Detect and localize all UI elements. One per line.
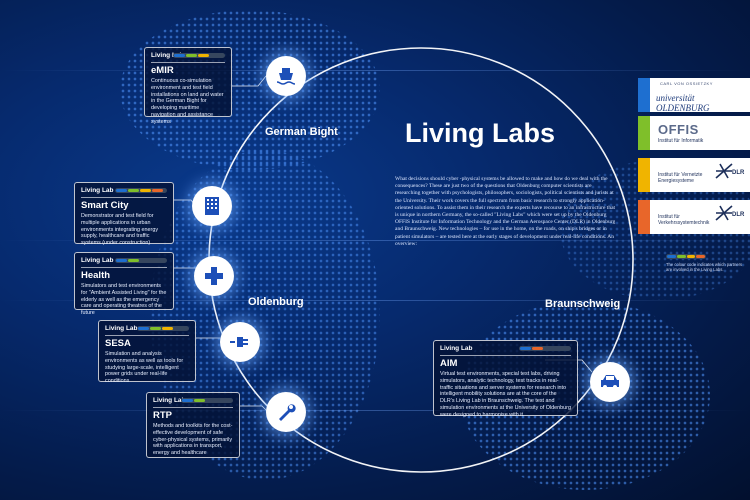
place-braunschweig: Braunschweig — [545, 298, 621, 310]
partner-dlr-energy: Institut für Vernetzte Energiesysteme DL… — [638, 158, 750, 192]
partner-color-segment — [520, 347, 531, 350]
partner-color-segment — [128, 259, 139, 262]
partner-color-segment — [150, 327, 161, 330]
partner-dlr-traffic: Institut für Verkehrssystemtechnik DLR — [638, 200, 750, 234]
car-icon[interactable] — [590, 362, 630, 402]
place-german-bight: German Bight — [265, 126, 338, 138]
lab-description: Methods and toolkits for the cost-effect… — [153, 423, 233, 457]
partner-offis: OFFIS Institut für Informatik — [638, 116, 750, 150]
page-title: Living Labs — [405, 118, 556, 148]
partner-color-segment — [116, 259, 127, 262]
lab-card-emir[interactable]: Living Lab eMIR Continuous co-simulation… — [144, 47, 232, 125]
partner-color-strip — [638, 78, 650, 112]
partner-color-segment — [182, 399, 193, 402]
dlr-logo — [714, 162, 734, 185]
lab-description: Continuous co-simulation environment and… — [151, 78, 224, 125]
partner-name: Institut für Informatik — [658, 138, 704, 144]
partner-name: Institut für Verkehrssystemtechnik — [658, 214, 710, 226]
partner-color-bar — [173, 53, 225, 58]
wrench-icon[interactable] — [266, 392, 306, 432]
partner-color-bar — [181, 398, 233, 403]
light-streak — [0, 300, 750, 301]
lab-title: Health — [81, 267, 167, 281]
lab-description: Demonstrator and test field for multiple… — [81, 213, 159, 247]
partner-color-bar — [519, 346, 571, 351]
lab-card-health[interactable]: Living Lab Health Simulators and test en… — [74, 252, 174, 316]
medical-cross-icon[interactable] — [194, 256, 234, 296]
partner-color-strip — [638, 116, 650, 150]
partner-color-segment — [152, 189, 163, 192]
lab-title: Smart City — [81, 197, 167, 211]
dlr-wordmark: DLR — [732, 212, 745, 218]
intro-text: What decisions should cyber -physical sy… — [395, 176, 616, 247]
partner-color-segment — [198, 54, 209, 57]
lab-description: Simulators and test environments for "Am… — [81, 283, 167, 317]
partner-color-strip — [638, 200, 650, 234]
partner-color-segment — [194, 399, 205, 402]
partner-color-segment — [186, 54, 197, 57]
light-streak — [0, 240, 750, 241]
ship-icon[interactable] — [266, 56, 306, 96]
dlr-logo — [714, 204, 734, 227]
lab-card-smart-city[interactable]: Living Lab Smart City Demonstrator and t… — [74, 182, 174, 247]
partner-name: Institut für Vernetzte Energiesysteme — [658, 172, 703, 184]
lab-tag: Living Lab — [151, 52, 184, 59]
partner-color-segment — [116, 189, 127, 192]
lab-title: SESA — [105, 335, 189, 349]
partner-color-bar — [115, 188, 167, 193]
partner-color-segment — [532, 347, 543, 350]
dlr-wordmark: DLR — [732, 170, 745, 176]
partner-color-strip — [638, 158, 650, 192]
lab-tag: Living Lab — [440, 345, 473, 352]
legend-text: The colour code indicates which partners… — [666, 262, 743, 273]
partner-color-segment — [140, 189, 151, 192]
lab-tag: Living Lab — [81, 257, 114, 264]
legend-color-bar — [666, 254, 706, 259]
lab-tag: Living Lab — [105, 325, 138, 332]
partner-name: universität OLDENBURG — [656, 93, 710, 113]
partner-university-oldenburg: CARL VON OSSIETZKY universität OLDENBURG — [638, 78, 750, 113]
partner-color-segment — [162, 327, 173, 330]
lab-card-rtp[interactable]: Living Lab RTP Methods and toolkits for … — [146, 392, 240, 458]
light-streak — [0, 410, 750, 411]
partner-color-bar — [115, 258, 167, 263]
power-plug-icon[interactable] — [220, 322, 260, 362]
partner-color-segment — [138, 327, 149, 330]
place-oldenburg: Oldenburg — [248, 296, 304, 308]
lab-description: Simulation and analysis environments as … — [105, 351, 184, 385]
building-icon[interactable] — [192, 186, 232, 226]
university-logo: CARL VON OSSIETZKY — [660, 81, 713, 86]
lab-card-sesa[interactable]: Living Lab SESA Simulation and analysis … — [98, 320, 196, 385]
lab-title: AIM — [440, 355, 571, 369]
lab-tag: Living Lab — [153, 397, 186, 404]
lab-description: Virtual test environments, special test … — [440, 371, 571, 418]
lab-tag: Living Lab — [81, 187, 114, 194]
light-streak — [0, 70, 750, 71]
partner-color-bar — [137, 326, 189, 331]
partner-color-segment — [128, 189, 139, 192]
lab-title: RTP — [153, 407, 233, 421]
lab-card-aim[interactable]: Living Lab AIM Virtual test environments… — [433, 340, 578, 418]
offis-logo: OFFIS — [658, 122, 699, 137]
partner-color-segment — [174, 54, 185, 57]
lab-title: eMIR — [151, 62, 225, 76]
